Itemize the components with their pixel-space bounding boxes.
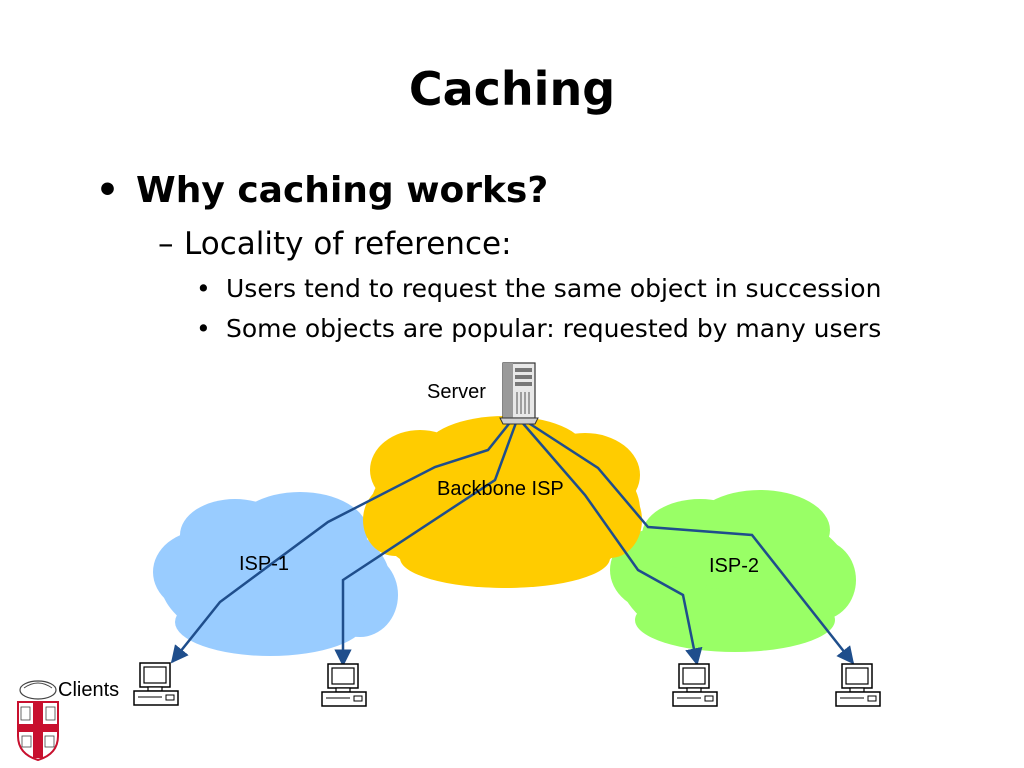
client-computer-icon <box>672 663 718 707</box>
backbone-cloud <box>363 416 642 588</box>
sub-sub-bullet-text: Users tend to request the same object in… <box>226 274 882 303</box>
isp2-label: ISP-2 <box>709 555 759 577</box>
server-client-links <box>170 418 855 667</box>
bullet-text: Why caching works? <box>136 170 549 211</box>
bullet-dot-icon: • <box>96 170 120 211</box>
sub-bullet-locality: –Locality of reference: <box>158 226 512 262</box>
server-icon <box>499 362 539 425</box>
client-computer-icon <box>321 663 367 707</box>
dash-icon: – <box>158 226 174 262</box>
isp1-label: ISP-1 <box>239 553 289 575</box>
sub-sub-bullet-popular: • Some objects are popular: requested by … <box>196 314 881 343</box>
isp2-cloud <box>610 490 856 652</box>
link-client-4 <box>523 418 855 665</box>
bullet-why-caching: • Why caching works? <box>96 170 548 211</box>
clients-label: Clients <box>58 679 119 701</box>
slide-title: Caching <box>408 62 616 116</box>
backbone-isp-label: Backbone ISP <box>437 478 564 500</box>
bullet-dot-icon: • <box>196 274 211 303</box>
link-client-1 <box>170 419 513 664</box>
sub-sub-bullet-text: Some objects are popular: requested by m… <box>226 314 882 343</box>
university-shield-logo <box>17 680 59 762</box>
link-client-3 <box>519 419 703 666</box>
bullet-dot-icon: • <box>196 314 211 343</box>
sub-bullet-text: Locality of reference: <box>184 226 512 262</box>
server-label: Server <box>427 381 486 403</box>
link-client-2 <box>334 419 519 667</box>
client-computer-icon <box>835 663 881 707</box>
isp1-cloud <box>153 492 398 656</box>
sub-sub-bullet-succession: • Users tend to request the same object i… <box>196 274 881 303</box>
client-computer-icon <box>133 662 179 706</box>
